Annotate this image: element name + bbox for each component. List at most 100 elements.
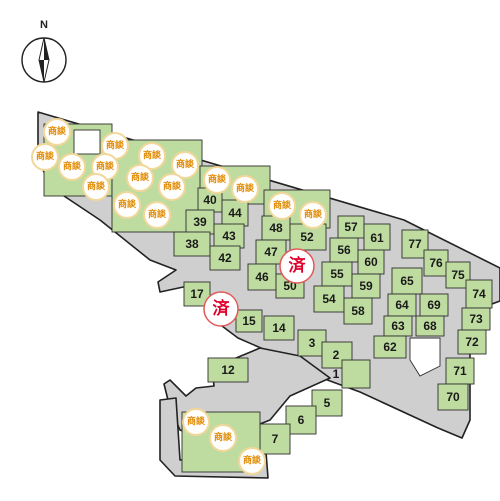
- lot-label-5: 5: [324, 396, 331, 410]
- lot-label-2: 2: [333, 348, 340, 362]
- lot-label-46: 46: [255, 270, 269, 284]
- lot-label-77: 77: [408, 237, 422, 251]
- svg-text:商談: 商談: [36, 150, 55, 162]
- svg-text:商談: 商談: [96, 160, 115, 172]
- lot-label-52: 52: [300, 230, 314, 244]
- svg-text:商談: 商談: [148, 208, 167, 220]
- lot-label-73: 73: [469, 312, 483, 326]
- lot-label-70: 70: [446, 390, 460, 404]
- lot-label-68: 68: [423, 319, 437, 333]
- svg-text:商談: 商談: [131, 171, 150, 183]
- lot-label-1: 1: [333, 367, 340, 381]
- lot-48: [261, 215, 291, 241]
- lot-label-3: 3: [309, 336, 316, 350]
- lot-38: [173, 231, 211, 257]
- negotiation-badge: 商談: [43, 118, 71, 146]
- sold-badges: 済 済: [203, 248, 315, 327]
- svg-text:商談: 商談: [273, 199, 292, 211]
- negotiation-badge: 商談: [209, 424, 237, 452]
- lot-70: [437, 383, 469, 411]
- lot-label-12: 12: [221, 363, 235, 377]
- lot-label-62: 62: [383, 340, 397, 354]
- lot-46: [247, 263, 277, 291]
- lot-44: [221, 199, 249, 227]
- lot-label-38: 38: [185, 237, 199, 251]
- lot-14: [263, 315, 295, 341]
- lot-label-71: 71: [453, 364, 467, 378]
- negotiation-badge: 商談: [299, 201, 327, 229]
- lot-42: [209, 245, 241, 271]
- lot-label-40: 40: [203, 193, 217, 207]
- svg-text:商談: 商談: [304, 208, 323, 220]
- negotiation-badge: 商談: [31, 143, 59, 171]
- lot-label-15: 15: [242, 314, 256, 328]
- lot-label-63: 63: [391, 319, 405, 333]
- negotiation-badge: 商談: [82, 173, 110, 201]
- lot-label-42: 42: [218, 251, 232, 265]
- negotiation-badge: 商談: [203, 166, 231, 194]
- negotiation-badge: 商談: [126, 164, 154, 192]
- lot-15: [235, 309, 263, 333]
- negotiation-badge: 商談: [138, 142, 166, 170]
- svg-text:商談: 商談: [236, 182, 255, 194]
- lot-label-59: 59: [359, 279, 373, 293]
- lot-label-61: 61: [370, 231, 384, 245]
- lot-58: [343, 297, 373, 325]
- lot-label-17: 17: [190, 287, 204, 301]
- negotiation-badge: 商談: [101, 132, 129, 160]
- lot-label-75: 75: [451, 268, 465, 282]
- lot-77: [401, 229, 429, 259]
- negotiation-badge: 商談: [113, 191, 141, 219]
- lot-label-6: 6: [298, 413, 305, 427]
- lot-label-65: 65: [400, 274, 414, 288]
- lot-label-74: 74: [472, 287, 486, 301]
- negotiation-badge: 商談: [238, 447, 266, 475]
- lot-label-55: 55: [330, 267, 344, 281]
- lot-71: [445, 357, 475, 385]
- negotiation-badge: 商談: [231, 175, 259, 203]
- lot-3: [297, 329, 327, 357]
- negotiation-badge: 商談: [58, 153, 86, 181]
- lot-label-60: 60: [364, 255, 378, 269]
- svg-text:商談: 商談: [214, 431, 233, 443]
- svg-text:商談: 商談: [143, 149, 162, 161]
- svg-text:商談: 商談: [208, 173, 227, 185]
- north-label: N: [40, 19, 48, 31]
- lot-43: [213, 223, 245, 249]
- lot-label-57: 57: [344, 220, 358, 234]
- lot-label-64: 64: [395, 298, 409, 312]
- lot-39: [185, 209, 215, 235]
- lot-label-47: 47: [264, 245, 278, 259]
- lot-label-76: 76: [429, 256, 443, 270]
- north-arrow-icon: [21, 37, 67, 83]
- lot-6: [285, 405, 317, 435]
- lot-label-39: 39: [193, 215, 207, 229]
- blank-lot-2: [409, 337, 441, 377]
- lot-59: [351, 273, 381, 299]
- svg-text:商談: 商談: [48, 125, 67, 137]
- negotiation-badge: 商談: [143, 201, 171, 229]
- lot-74: [465, 279, 493, 309]
- negotiation-badge: 商談: [171, 151, 199, 179]
- svg-text:商談: 商談: [87, 180, 106, 192]
- negotiation-badges: 商談 商談 商談 商談 商談 商談 商談 商談 商談 商談 商談 商談 商談 商…: [31, 118, 327, 475]
- svg-text:商談: 商談: [187, 415, 206, 427]
- lot-1: [341, 359, 371, 389]
- lot-label-54: 54: [322, 292, 336, 306]
- lot-label-44: 44: [228, 206, 242, 220]
- lot-label-58: 58: [351, 304, 365, 318]
- lot-label-56: 56: [337, 243, 351, 257]
- negotiation-badge: 商談: [158, 173, 186, 201]
- sold-badge: 済: [203, 291, 239, 327]
- lot-labels: 1 2 3 5 6 7 12 14 15 17 38 39 40 42 43 4…: [185, 193, 486, 446]
- lot-68: [415, 315, 445, 337]
- blank-lot-1: [73, 129, 101, 155]
- svg-text:商談: 商談: [106, 139, 125, 151]
- negotiation-badge: 商談: [268, 192, 296, 220]
- svg-text:商談: 商談: [63, 160, 82, 172]
- lot-54: [313, 285, 345, 313]
- lot-label-43: 43: [222, 229, 236, 243]
- svg-text:商談: 商談: [118, 198, 137, 210]
- sold-badge: 済: [279, 248, 315, 284]
